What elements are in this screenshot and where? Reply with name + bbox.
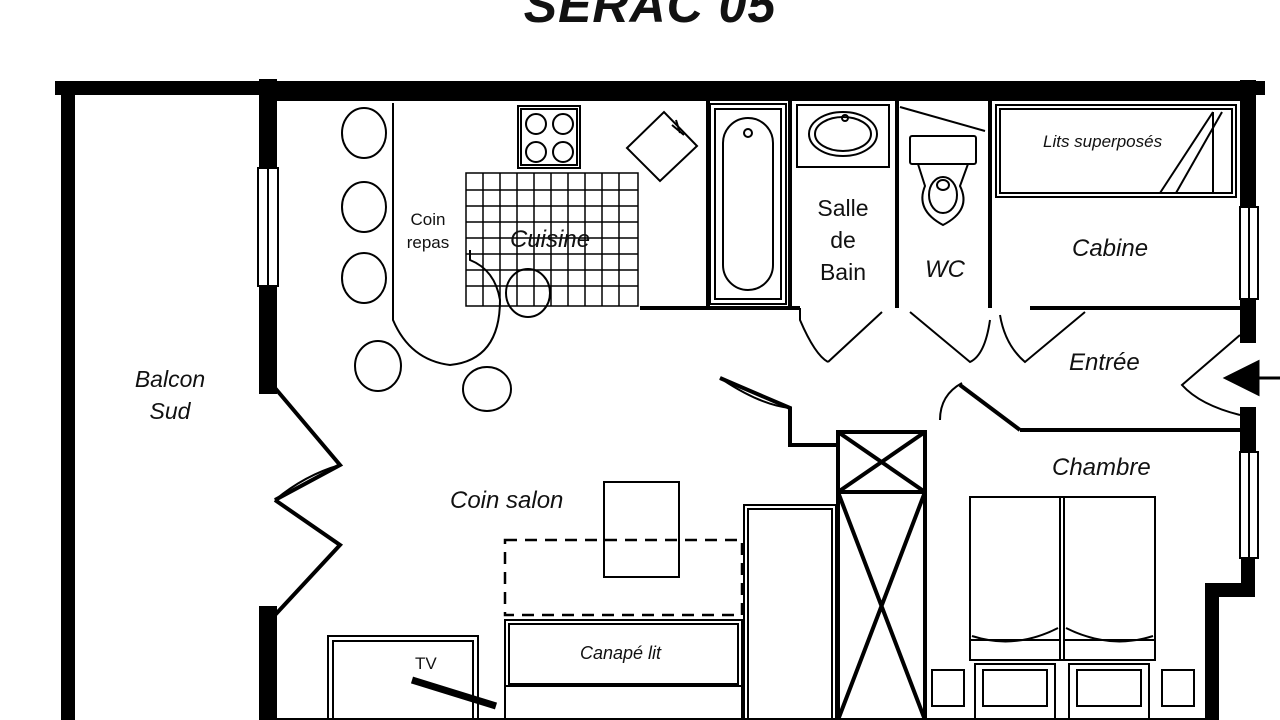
stool bbox=[341, 107, 387, 159]
label-cabine: Cabine bbox=[1072, 235, 1149, 262]
wall-corridor bbox=[958, 383, 1022, 432]
wall-right-low bbox=[1205, 553, 1255, 720]
stool bbox=[354, 340, 402, 392]
label-entree: Entrée bbox=[1069, 349, 1140, 376]
label-cuisine: Cuisine bbox=[510, 226, 591, 253]
bathtub-icon bbox=[709, 103, 787, 305]
bunk-bed-icon bbox=[995, 104, 1237, 198]
tv-cabinet bbox=[327, 635, 479, 720]
coffee-table bbox=[603, 481, 680, 578]
label-wc: WC bbox=[925, 256, 965, 283]
balcony-door bbox=[273, 386, 344, 617]
door-corridor bbox=[719, 377, 791, 409]
washbasin-icon bbox=[796, 104, 890, 168]
toilet-icon bbox=[899, 106, 986, 227]
label-salle-de-bain: Salle de Bain bbox=[817, 195, 869, 285]
stool bbox=[505, 268, 551, 318]
double-bed bbox=[931, 496, 1195, 720]
closet bbox=[836, 430, 927, 720]
sofa-bed bbox=[504, 619, 743, 720]
label-chambre: Chambre bbox=[1052, 454, 1151, 481]
door-corridor-2 bbox=[939, 382, 963, 421]
label-balcon-sud: Balcon Sud bbox=[134, 366, 206, 424]
sofa-bed-unfolded bbox=[503, 538, 744, 617]
label-canape-lit: Canapé lit bbox=[580, 643, 662, 663]
door-salle bbox=[799, 308, 883, 363]
dining-counter bbox=[392, 103, 502, 367]
label-tv: TV bbox=[415, 654, 437, 673]
stool bbox=[341, 252, 387, 304]
stool bbox=[462, 366, 512, 412]
label-coin-salon: Coin salon bbox=[450, 487, 564, 514]
door-wc bbox=[909, 311, 991, 364]
kitchen-counter bbox=[465, 172, 639, 307]
entrance-arrow-icon bbox=[1222, 359, 1280, 397]
wall-corridor-left bbox=[719, 376, 838, 447]
label-coin-repas: Coin repas bbox=[406, 210, 450, 252]
label-lits-superposes: Lits superposés bbox=[1043, 132, 1163, 151]
door-entree bbox=[1180, 334, 1241, 416]
cooktop-icon bbox=[517, 105, 581, 169]
door-cabine bbox=[999, 311, 1086, 364]
storage-cabinet bbox=[743, 504, 837, 720]
tv-icon bbox=[410, 676, 498, 710]
plan-title: SERAC 05 bbox=[523, 0, 777, 33]
stool bbox=[341, 181, 387, 233]
kitchen-sink-icon bbox=[625, 110, 699, 183]
